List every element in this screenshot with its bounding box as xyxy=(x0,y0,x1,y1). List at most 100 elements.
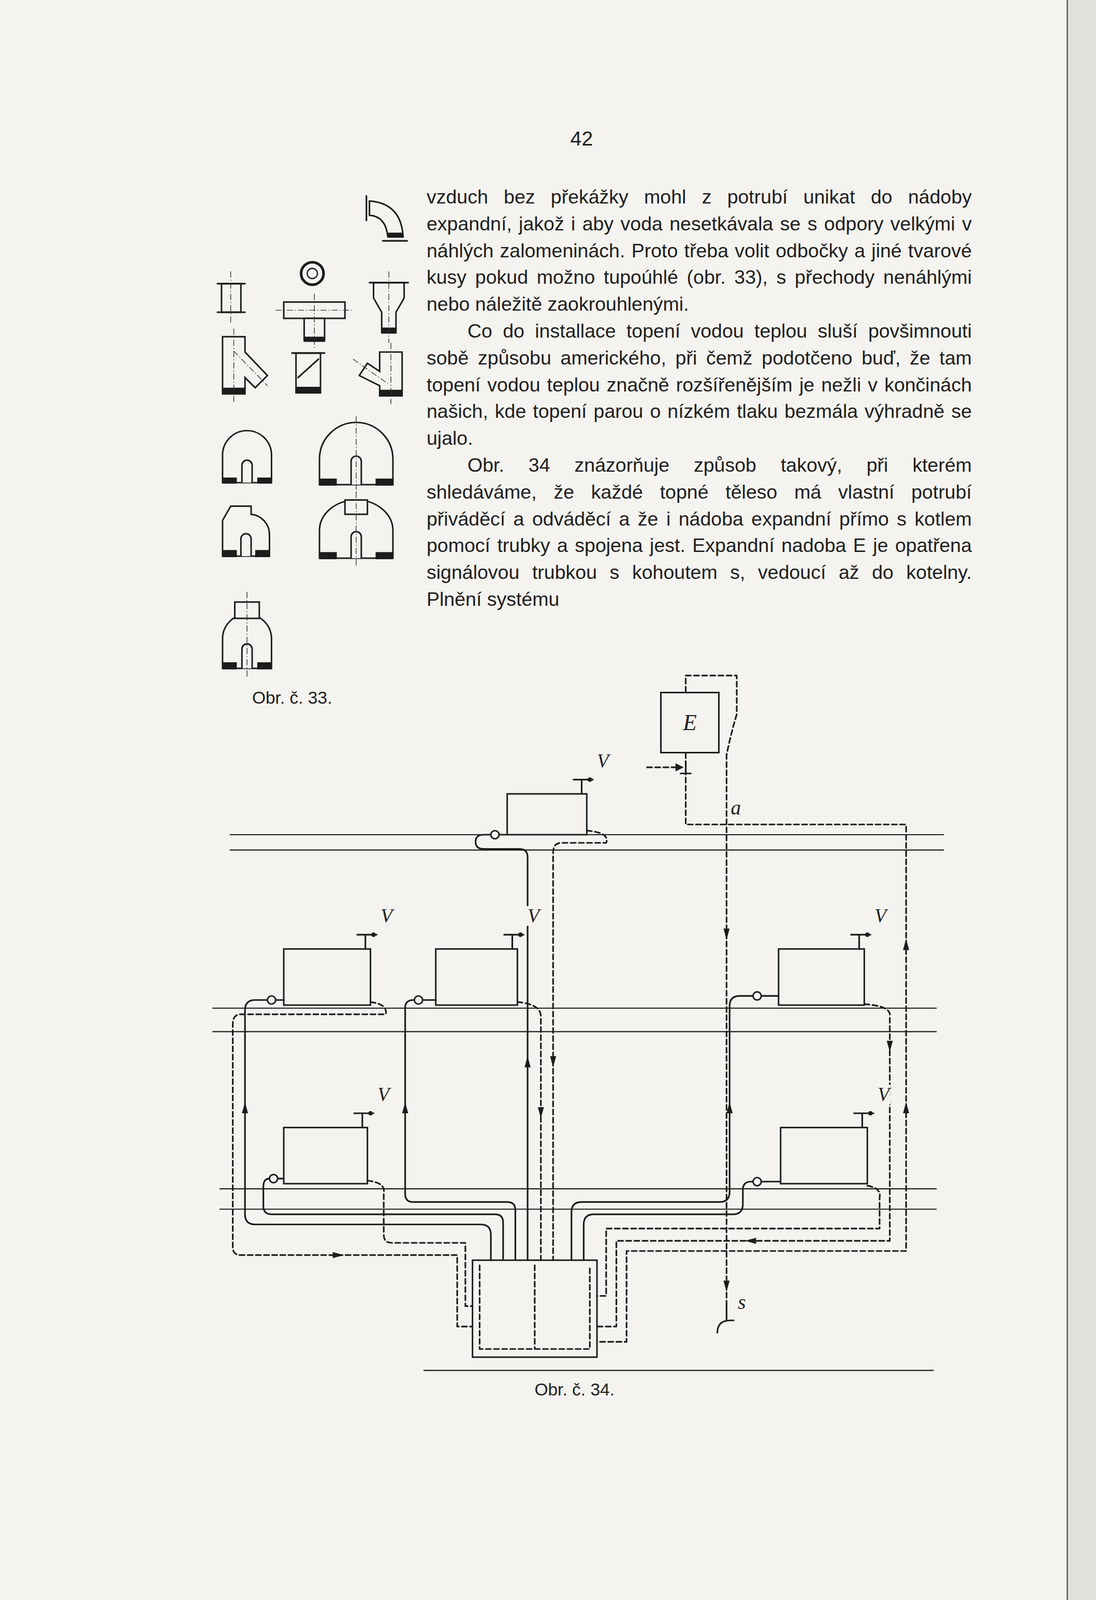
floor-line xyxy=(212,1007,937,1032)
return-pipe xyxy=(596,1003,890,1327)
vent-label: V xyxy=(873,905,888,926)
offset-bend-wall xyxy=(222,549,270,558)
pipe-label: a xyxy=(729,797,742,818)
boiler-body xyxy=(472,1260,597,1357)
supply-pipes xyxy=(244,830,781,1261)
vent-label-box: V xyxy=(526,905,541,926)
axis-line xyxy=(355,416,357,494)
radiator xyxy=(780,1127,868,1184)
vent-label-box: V xyxy=(379,905,394,926)
pipe-fittings xyxy=(217,195,409,678)
vent-label-box: V xyxy=(876,1084,891,1105)
vent-label: V xyxy=(526,905,541,926)
pipe-bore xyxy=(307,268,318,279)
axis-line xyxy=(388,271,389,343)
floor-line xyxy=(423,1369,934,1371)
pipe-joint xyxy=(267,995,276,1004)
page-number-box: 42 xyxy=(570,128,594,149)
return-pipe xyxy=(232,1001,473,1327)
axis-line xyxy=(275,294,354,349)
vent-label: V xyxy=(595,751,610,771)
figure-caption-box: Obr. č. 33. xyxy=(252,689,333,707)
pipe-joint xyxy=(269,1174,279,1183)
vent-dot xyxy=(518,932,523,938)
pipe-label-box: s xyxy=(736,1292,747,1313)
arrow-head xyxy=(332,1251,345,1259)
radiator xyxy=(283,1127,368,1184)
figure-caption: Obr. č. 33. xyxy=(252,689,333,707)
return-pipe xyxy=(596,1185,880,1296)
supply-pipe xyxy=(583,1181,781,1261)
elbow-wall xyxy=(387,232,404,238)
page-number: 42 xyxy=(570,128,594,149)
axis-line xyxy=(353,342,391,404)
angle-branch xyxy=(359,352,403,397)
pipe-piece xyxy=(296,353,321,393)
radiator xyxy=(507,793,588,835)
figure-caption-box: Obr. č. 34. xyxy=(534,1380,615,1399)
arrow-head xyxy=(549,1056,557,1068)
pipe-label-box: a xyxy=(729,797,742,818)
vent-dot xyxy=(368,1111,373,1116)
axis-line xyxy=(355,491,357,568)
flow-arrows xyxy=(241,928,910,1292)
vent-dot xyxy=(587,777,593,782)
axis-line xyxy=(246,591,247,678)
radiators xyxy=(283,793,868,1184)
return-pipe xyxy=(367,1180,473,1306)
double-bend-bore xyxy=(241,460,253,483)
double-bend-wall xyxy=(222,477,272,484)
fill-pipe xyxy=(647,766,678,768)
body-paragraph: vzduch bez překážky mohl z potrubí unika… xyxy=(426,183,972,318)
return-pipe xyxy=(517,1001,541,1261)
arrow-head xyxy=(675,763,684,772)
boiler-inner xyxy=(479,1265,590,1350)
radiator xyxy=(283,948,371,1005)
arrow-head xyxy=(723,928,730,940)
vent-dot xyxy=(865,932,870,938)
pipe-label: s xyxy=(736,1292,747,1313)
elbow-fitting xyxy=(369,200,404,237)
expansion-pipe xyxy=(596,752,906,1342)
radiator xyxy=(435,948,518,1005)
return-pipes xyxy=(232,675,907,1342)
vent-label-box: V xyxy=(376,1084,391,1105)
boiler xyxy=(472,1260,597,1357)
return-pipe xyxy=(552,830,607,1261)
pipe-detail xyxy=(291,353,325,378)
axis-line xyxy=(234,328,268,403)
page-edge xyxy=(1067,0,1096,1600)
page-edge-line xyxy=(1066,0,1068,1600)
radiator xyxy=(778,948,865,1005)
supply-pipe xyxy=(475,834,529,1261)
figure-caption: Obr. č. 34. xyxy=(534,1380,615,1399)
pipe-piece xyxy=(221,283,241,313)
vent-label: V xyxy=(376,1084,391,1105)
arrow-head xyxy=(723,1280,730,1292)
vent-dot xyxy=(371,932,376,938)
arrow-head xyxy=(902,1101,910,1114)
arrow-head xyxy=(524,1056,531,1068)
vent-label: V xyxy=(876,1084,891,1105)
pipe-section xyxy=(301,261,324,285)
elbow-flange xyxy=(366,195,408,241)
body-paragraph: Obr. 34 znázorňuje způsob takový, při kt… xyxy=(426,451,972,613)
supply-pipe xyxy=(571,995,779,1260)
axis-line xyxy=(230,271,231,323)
arrow-head xyxy=(241,1101,248,1114)
supply-pipe xyxy=(244,999,491,1261)
arrow-head xyxy=(537,1106,545,1119)
signal-pipe xyxy=(685,675,738,1305)
signal-cock xyxy=(717,1304,735,1333)
text-column: vzduch bez překážky mohl z potrubí unika… xyxy=(426,183,972,613)
arrow-head xyxy=(726,1101,733,1114)
pipe-joint xyxy=(490,830,500,839)
pipe-joint xyxy=(753,1177,762,1186)
arrow-head xyxy=(402,1101,409,1114)
y-branch xyxy=(222,336,268,394)
fill-valve xyxy=(680,761,692,774)
arrow-head xyxy=(744,1237,757,1244)
vent-label-box: V xyxy=(873,905,888,926)
offset-bend-bore xyxy=(240,533,252,557)
pipe-flange xyxy=(217,283,245,313)
